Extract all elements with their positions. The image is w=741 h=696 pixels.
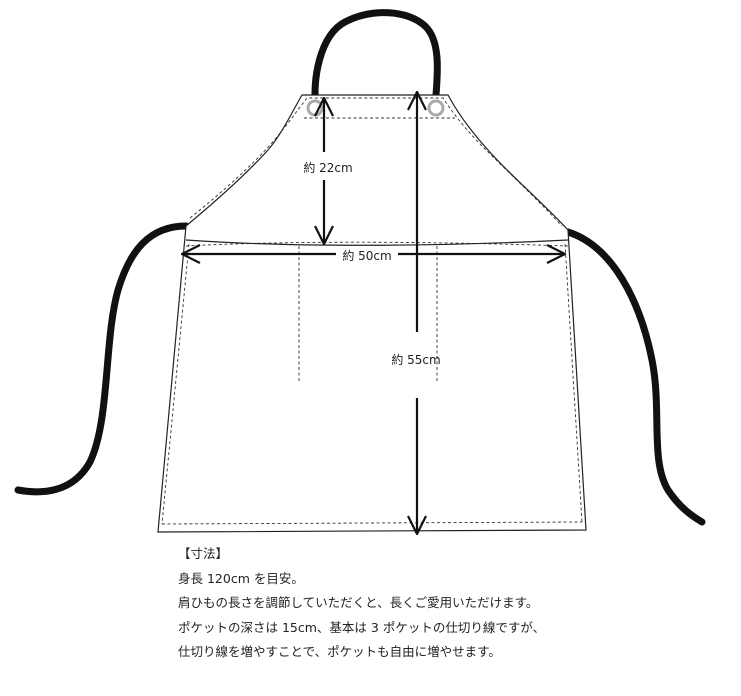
left-grommet [306,99,324,117]
width-label: 約 50cm [342,248,391,263]
left-side-stitch [161,243,190,525]
notes-line: 身長 120cm を目安。 [178,570,304,586]
notes-line: 肩ひもの長さを調節していただくと、長くご愛用いただけます。 [178,595,539,610]
notes-line: ポケットの深さは 15cm、基本は 3 ポケットの仕切り線ですが、 [178,619,546,635]
notes-line: 仕切り線を増やすことで、ポケットも自由に増やせます。 [178,644,501,659]
neck-strap [311,9,441,112]
notes-heading: 【寸法】 [178,546,229,561]
bib-side-stitches [189,97,563,227]
apron-diagram: 約 22cm 約 50cm 約 55cm [14,9,706,540]
bottom-hem-stitch [161,521,583,525]
pocket-top-stitch [185,241,569,247]
length-label: 約 55cm [391,352,440,367]
pocket-fold-line [185,239,569,246]
dimension-notes: 【寸法】 身長 120cm を目安。 肩ひもの長さを調節していただくと、長くご愛… [178,542,718,665]
stitch-lines [161,97,583,525]
bib-height-label: 約 22cm [303,160,352,175]
left-waist-tie [14,222,190,496]
apron-body-outline [157,94,587,533]
right-waist-tie [564,228,706,526]
right-side-stitch [564,243,583,523]
right-grommet [427,99,445,117]
